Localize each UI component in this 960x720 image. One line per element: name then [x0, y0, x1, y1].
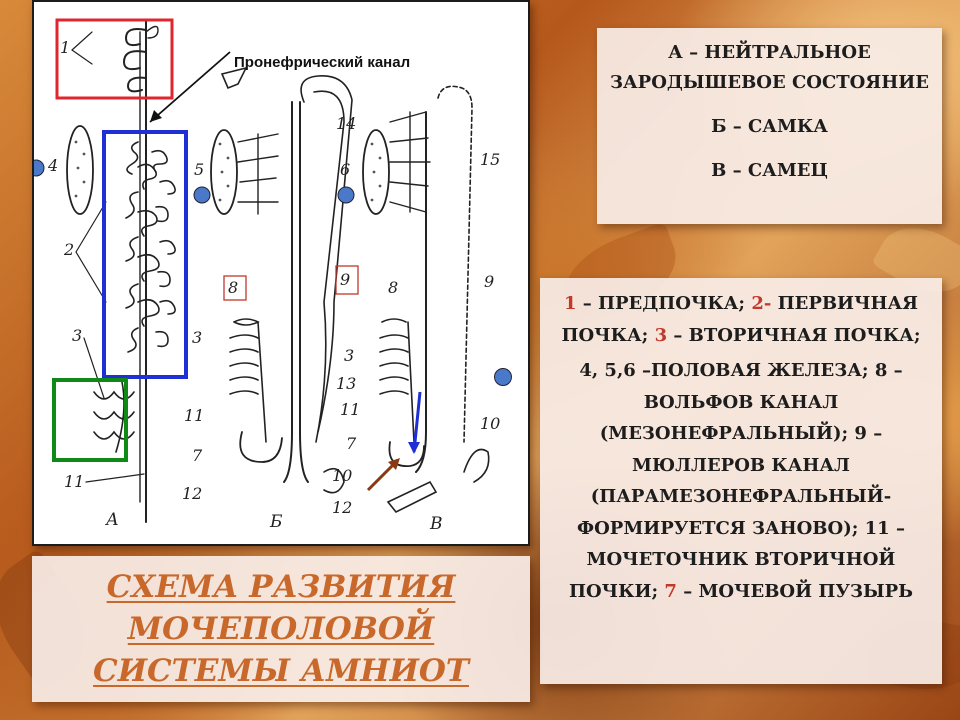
testis-network: [389, 111, 431, 213]
part-number-10-b: 10: [332, 466, 353, 485]
pronephric-canal-label: Пронефрический канал: [234, 54, 411, 71]
title-line-2: МОЧЕПОЛОВОЙ: [127, 611, 435, 647]
legend-v: В – САМЕЦ: [711, 160, 828, 181]
metanephros-c: [379, 318, 415, 443]
ovary-network: [237, 133, 279, 215]
gonad-4: [66, 125, 94, 215]
pronephros-tubule: [126, 76, 147, 93]
duct-c-dashed: [437, 85, 473, 443]
legend-b: Б – САМКА: [711, 116, 828, 137]
key-text: 4, 5,6 –ПОЛОВАЯ ЖЕЛЕЗА; 8 – ВОЛЬФОВ КАНА…: [568, 360, 905, 602]
part-number-1: 1: [60, 38, 71, 57]
stage-label-v: В: [430, 514, 443, 534]
key-number: 2-: [751, 293, 772, 314]
title-line-3: СИСТЕМЫ АМНИОТ: [93, 653, 469, 689]
part-number-13: 13: [336, 374, 357, 393]
metanephros-highlight: [52, 378, 128, 462]
organ-10-b: [323, 467, 345, 494]
duct-b-left: [283, 101, 293, 483]
part-number-5: 5: [194, 160, 205, 179]
part-number-8-b: 8: [228, 278, 239, 297]
part-number-7-b: 7: [192, 446, 203, 465]
part-number-8-c: 8: [388, 278, 399, 297]
key-paragraph-kidneys: 1 – ПРЕДПОЧКА; 2- ПЕРВИЧНАЯ ПОЧКА; 3 – В…: [552, 288, 930, 351]
marker-dot: [34, 159, 45, 177]
key-text: ПЕРВИЧНАЯ ПОЧКА;: [561, 293, 919, 346]
part-number-12-c: 12: [332, 498, 353, 517]
key-number: 7: [664, 580, 677, 602]
gonad-6: [362, 129, 390, 215]
key-text: – МОЧЕВОЙ ПУЗЫРЬ: [676, 580, 913, 602]
gonad-5: [210, 129, 238, 215]
blue-arrow-head: [408, 442, 420, 454]
pronephros-tubule: [145, 25, 159, 39]
key-number: 1: [563, 293, 577, 314]
embryology-diagram: Пронефрический канал А Б В 1 2 3 4 5 6 7…: [32, 0, 530, 546]
bladder-b: [239, 431, 283, 463]
key-paragraph-organs: 4, 5,6 –ПОЛОВАЯ ЖЕЛЕЗА; 8 – ВОЛЬФОВ КАНА…: [552, 355, 930, 607]
part-number-2: 2: [64, 240, 75, 259]
organ-10-c: [463, 448, 490, 483]
brown-arrow-head: [388, 458, 400, 470]
diagram-drawing: [34, 18, 490, 523]
mesonephros-highlight: [102, 130, 188, 379]
pronephros-tubule: [124, 28, 147, 47]
part-number-10-c: 10: [480, 414, 501, 433]
duct-b-mullerian-r: [313, 90, 345, 443]
part-number-7-c: 7: [346, 434, 357, 453]
metanephros-tubules: [93, 381, 135, 453]
marker-dot: [494, 368, 512, 386]
bladder-c: [388, 441, 425, 467]
part-number-12-b: 12: [182, 484, 203, 503]
parts-key: 1 – ПРЕДПОЧКА; 2- ПЕРВИЧНАЯ ПОЧКА; 3 – В…: [540, 278, 942, 684]
pronephric-pointer: [149, 51, 231, 123]
duct-c-main: [415, 111, 427, 473]
label-8-box: [223, 275, 247, 301]
part-number-14: 14: [336, 114, 357, 133]
slide-title: СХЕМА РАЗВИТИЯ МОЧЕПОЛОВОЙ СИСТЕМЫ АМНИО…: [32, 556, 530, 702]
title-line-1: СХЕМА РАЗВИТИЯ: [106, 569, 456, 605]
part-number-11-b: 11: [184, 406, 205, 425]
part-number-11-a: 11: [64, 472, 85, 491]
pronephros-tubule: [122, 50, 147, 71]
key-text: – ПРЕДПОЧКА;: [576, 293, 752, 314]
part-number-11-c: 11: [340, 400, 361, 419]
part-number-3-b: 3: [192, 328, 203, 347]
part-number-3-c: 3: [344, 346, 355, 365]
marker-dot: [337, 186, 355, 204]
part-number-9-c: 9: [484, 272, 495, 291]
metanephros-b: [229, 318, 267, 443]
stage-legend: А – НЕЙТРАЛЬНОЕ ЗАРОДЫШЕВОЕ СОСТОЯНИЕ Б …: [597, 28, 942, 224]
part-number-15: 15: [480, 150, 501, 169]
key-number: 3: [654, 324, 668, 346]
mesonephros-tubules: [125, 141, 176, 353]
key-text: – ВТОРИЧНАЯ ПОЧКА;: [667, 324, 921, 346]
penis-c: [386, 480, 438, 514]
stage-label-b: Б: [270, 512, 283, 532]
gonad-dots: [74, 140, 382, 202]
pronephros-highlight: [55, 18, 174, 100]
legend-a: А – НЕЙТРАЛЬНОЕ ЗАРОДЫШЕВОЕ СОСТОЯНИЕ: [610, 42, 929, 93]
marker-dot: [193, 186, 211, 204]
part-number-3: 3: [72, 326, 83, 345]
duct-b-mullerian-l: [300, 75, 353, 433]
duct-b-right: [299, 101, 309, 483]
part-number-6: 6: [340, 160, 351, 179]
part-number-9-b: 9: [340, 270, 351, 289]
stage-label-a: А: [106, 510, 119, 530]
pronephric-pointer-head: [150, 110, 162, 122]
label-9-box: [335, 265, 359, 295]
funnel-b: [220, 66, 248, 90]
part-number-4: 4: [48, 156, 59, 175]
